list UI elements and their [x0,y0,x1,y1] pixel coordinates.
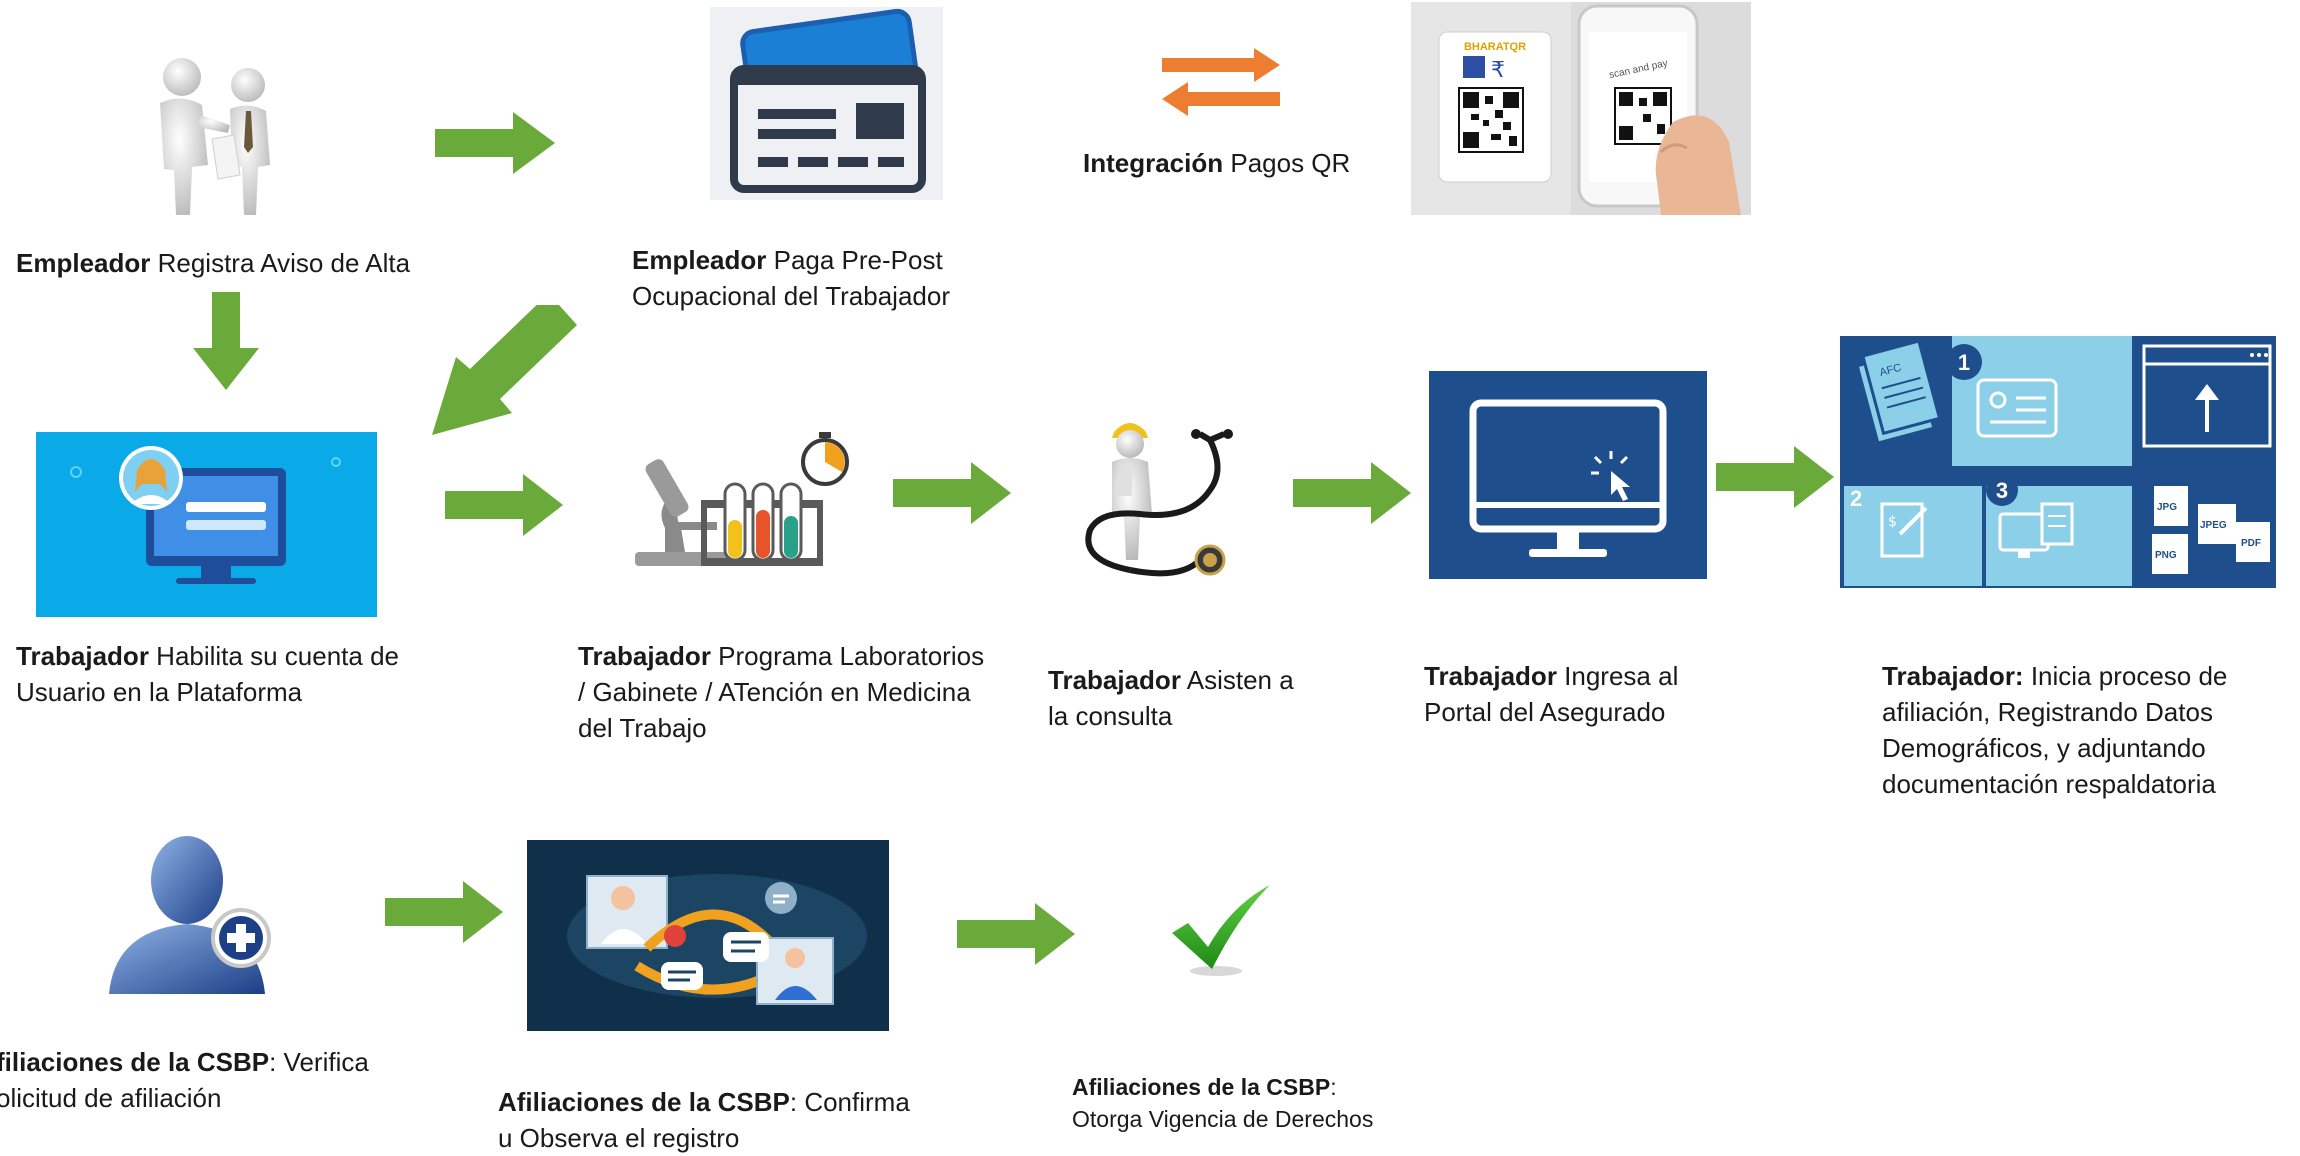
step-worker-attends-caption: Trabajador Asisten a la consulta [1048,665,1294,731]
step-employer-pays-caption: Empleador Paga Pre-Post Ocupacional del … [632,245,950,311]
doctor-stethoscope-icon [1060,410,1268,585]
user-account-screen-icon [36,432,377,617]
checkmark-icon [1168,883,1274,978]
step-affiliations-grants-caption: Afiliaciones de la CSBP: Otorga Vigencia… [1072,1074,1374,1132]
svg-text:AFC: AFC [1878,362,1902,379]
qr-integration-caption: Integración Pagos QR [1083,148,1351,178]
arrow-right-icon [957,903,1075,965]
file-type-pdf: PDF [2241,538,2261,549]
arrow-diagonal-icon [432,305,577,435]
arrow-right-icon [1716,446,1834,508]
handshake-figures-icon [130,55,285,220]
step-number-2: 2 [1850,486,1862,511]
arrow-right-icon [435,112,555,174]
arrow-right-icon [385,881,503,943]
step-worker-enters-portal-caption: Trabajador Ingresa al Portal del Asegura… [1424,661,1679,727]
svg-text:₹: ₹ [1491,58,1505,83]
step-employer-registers-caption: Empleador Registra Aviso de Alta [16,248,411,278]
file-type-jpg: JPG [2157,502,2177,513]
step-worker-schedules-labs-caption: Trabajador Programa Laboratorios / Gabin… [578,641,985,743]
file-type-png: PNG [2155,550,2177,561]
step-affiliations-confirms-caption: Afiliaciones de la CSBP: Confirma u Obse… [498,1087,910,1153]
file-type-jpeg: JPEG [2200,520,2227,531]
qr-payment-photo: BHARATQR ₹ scan and pay [1411,2,1751,215]
arrow-right-icon [1293,462,1411,524]
step-number-3: 3 [1996,478,2008,503]
arrow-right-icon [445,474,563,536]
user-add-icon [105,826,275,998]
svg-text:$: $ [1888,514,1897,530]
portal-monitor-icon [1429,371,1707,579]
payment-card-icon [710,7,943,200]
step-worker-starts-affiliation-caption: Trabajador: Inicia proceso de afiliación… [1882,661,2228,799]
arrow-right-icon [893,462,1011,524]
step-affiliations-verifies-caption: filiaciones de la CSBP: Verifica olicitu… [0,1047,369,1113]
arrow-down-icon [193,292,259,390]
step-worker-enables-account-caption: Trabajador Habilita su cuenta de Usuario… [16,641,399,707]
communication-graphic [527,840,889,1031]
affiliation-process-graphic: AFC 1 2 $ 3 JPG [1840,336,2276,588]
step-number-1: 1 [1958,350,1970,375]
bharatqr-brand: BHARATQR [1464,41,1526,53]
laboratory-icon [625,428,853,573]
bidirectional-arrows-icon [1162,48,1280,116]
